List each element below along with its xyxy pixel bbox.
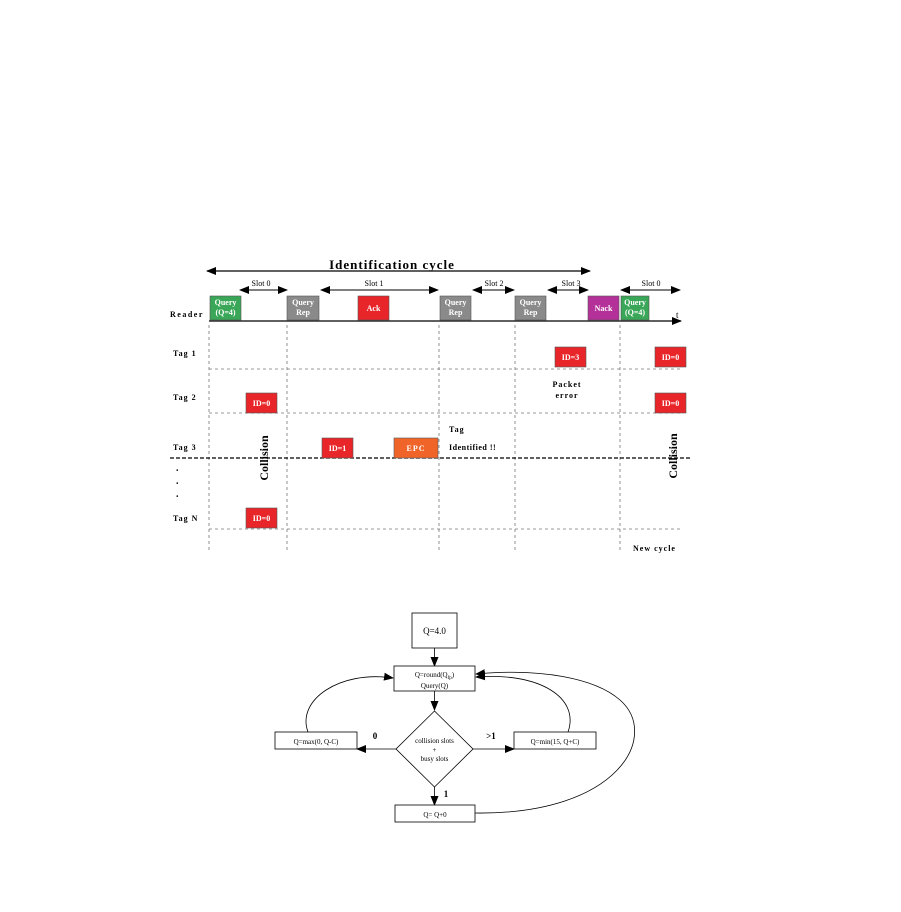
query-box-label: (Q=4) bbox=[625, 308, 645, 317]
decrease-q-box bbox=[274, 731, 358, 750]
tag1-id3-box bbox=[554, 346, 587, 368]
tag2-id0-label: ID=0 bbox=[662, 399, 679, 408]
loop-arrow-right bbox=[475, 672, 571, 733]
decision-label: collision slots bbox=[415, 737, 454, 745]
query-rep-box-label: Query bbox=[520, 298, 542, 307]
query-rep-box-label: Rep bbox=[524, 308, 538, 317]
decrease-q-label: Q=max(0, Q-C) bbox=[294, 738, 339, 746]
loop-arrow-bottom bbox=[474, 669, 636, 814]
ack-box-label: Ack bbox=[367, 304, 381, 313]
row-label-reader: Reader bbox=[170, 310, 204, 319]
query-rep-box bbox=[286, 295, 320, 321]
decision-label: + bbox=[433, 746, 437, 754]
query-rep-box-label: Query bbox=[292, 298, 314, 307]
tag2-id0-box bbox=[245, 392, 278, 414]
time-axis-label: t bbox=[676, 310, 679, 320]
query-rep-box-label: Rep bbox=[296, 308, 310, 317]
collision-label: Collision bbox=[257, 435, 271, 481]
hold-q-label: Q= Q+0 bbox=[423, 811, 447, 819]
tag2-id0-box bbox=[654, 392, 687, 414]
tag3-id1-label: ID=1 bbox=[329, 444, 346, 453]
row-label-tag-3: Tag 3 bbox=[173, 443, 197, 452]
tag3-id1-box bbox=[321, 437, 354, 459]
slot-1-label: Slot 1 bbox=[365, 279, 384, 288]
edge-label-right: >1 bbox=[486, 731, 496, 741]
query-box bbox=[620, 295, 650, 321]
nack-box bbox=[587, 295, 620, 321]
slot-3-label: Slot 3 bbox=[562, 279, 581, 288]
tag-identified-label: Identified !! bbox=[449, 443, 496, 452]
query-update-paren: ) bbox=[452, 671, 455, 679]
row-label-tag-2: Tag 2 bbox=[173, 393, 197, 402]
row-label-tag-n: Tag N bbox=[173, 514, 198, 523]
query-box-label: Query bbox=[215, 298, 237, 307]
identification-cycle-title: Identification cycle bbox=[329, 257, 455, 272]
tagn-id0-box bbox=[245, 507, 278, 529]
increase-q-box bbox=[513, 731, 597, 750]
loop-arrow-left bbox=[305, 672, 394, 733]
query-call-label: Query(Q) bbox=[421, 682, 449, 690]
ellipsis-dot: . bbox=[176, 463, 179, 474]
row-label-tag-1: Tag 1 bbox=[173, 349, 197, 358]
tag-identified-label: Tag bbox=[449, 425, 465, 434]
increase-q-label: Q=min(15, Q+C) bbox=[531, 738, 580, 746]
query-box-label: Query bbox=[624, 298, 646, 307]
query-update-label: Q=round(Qfp) bbox=[415, 671, 455, 681]
ack-box bbox=[357, 295, 390, 321]
tag1-id0-box bbox=[654, 346, 687, 368]
query-box-label: (Q=4) bbox=[215, 308, 235, 317]
timing-diagram: Identification cycle Slot 0 Slot 1 Slot … bbox=[170, 257, 690, 553]
hold-q-box bbox=[394, 804, 476, 823]
packet-error-label: Packet bbox=[552, 380, 581, 389]
query-rep-box-label: Query bbox=[445, 298, 467, 307]
ellipsis-dot: . bbox=[176, 476, 179, 487]
nack-box-label: Nack bbox=[595, 304, 613, 313]
tag1-id0-label: ID=0 bbox=[662, 353, 679, 362]
slot-0b-label: Slot 0 bbox=[642, 279, 661, 288]
query-rep-box bbox=[514, 295, 547, 321]
tag3-epc-label: EPC bbox=[407, 444, 426, 453]
tag1-id3-label: ID=3 bbox=[562, 353, 579, 362]
start-box bbox=[411, 612, 458, 649]
query-update-text: Q=round(Q bbox=[415, 671, 448, 679]
tag2-id0-label: ID=0 bbox=[253, 399, 270, 408]
new-cycle-label: New cycle bbox=[633, 544, 676, 553]
q-algorithm-flowchart: Q=4.0 Q=round(Qfp) Query(Q) collision sl… bbox=[274, 612, 636, 823]
tagn-id0-label: ID=0 bbox=[253, 514, 270, 523]
collision-label: Collision bbox=[666, 433, 680, 479]
query-box bbox=[209, 295, 242, 321]
edge-label-bottom: 1 bbox=[444, 789, 449, 799]
decision-label: busy slots bbox=[421, 755, 449, 763]
query-rep-box bbox=[439, 295, 472, 321]
packet-error-label: error bbox=[555, 391, 578, 400]
slot-2-label: Slot 2 bbox=[485, 279, 504, 288]
start-box-label: Q=4.0 bbox=[423, 626, 446, 636]
query-update-subscript: fp bbox=[448, 676, 453, 681]
query-rep-box-label: Rep bbox=[449, 308, 463, 317]
edge-label-left: 0 bbox=[373, 731, 378, 741]
slot-0-label: Slot 0 bbox=[252, 279, 271, 288]
tag3-epc-box bbox=[393, 437, 439, 459]
ellipsis-dot: . bbox=[176, 489, 179, 500]
